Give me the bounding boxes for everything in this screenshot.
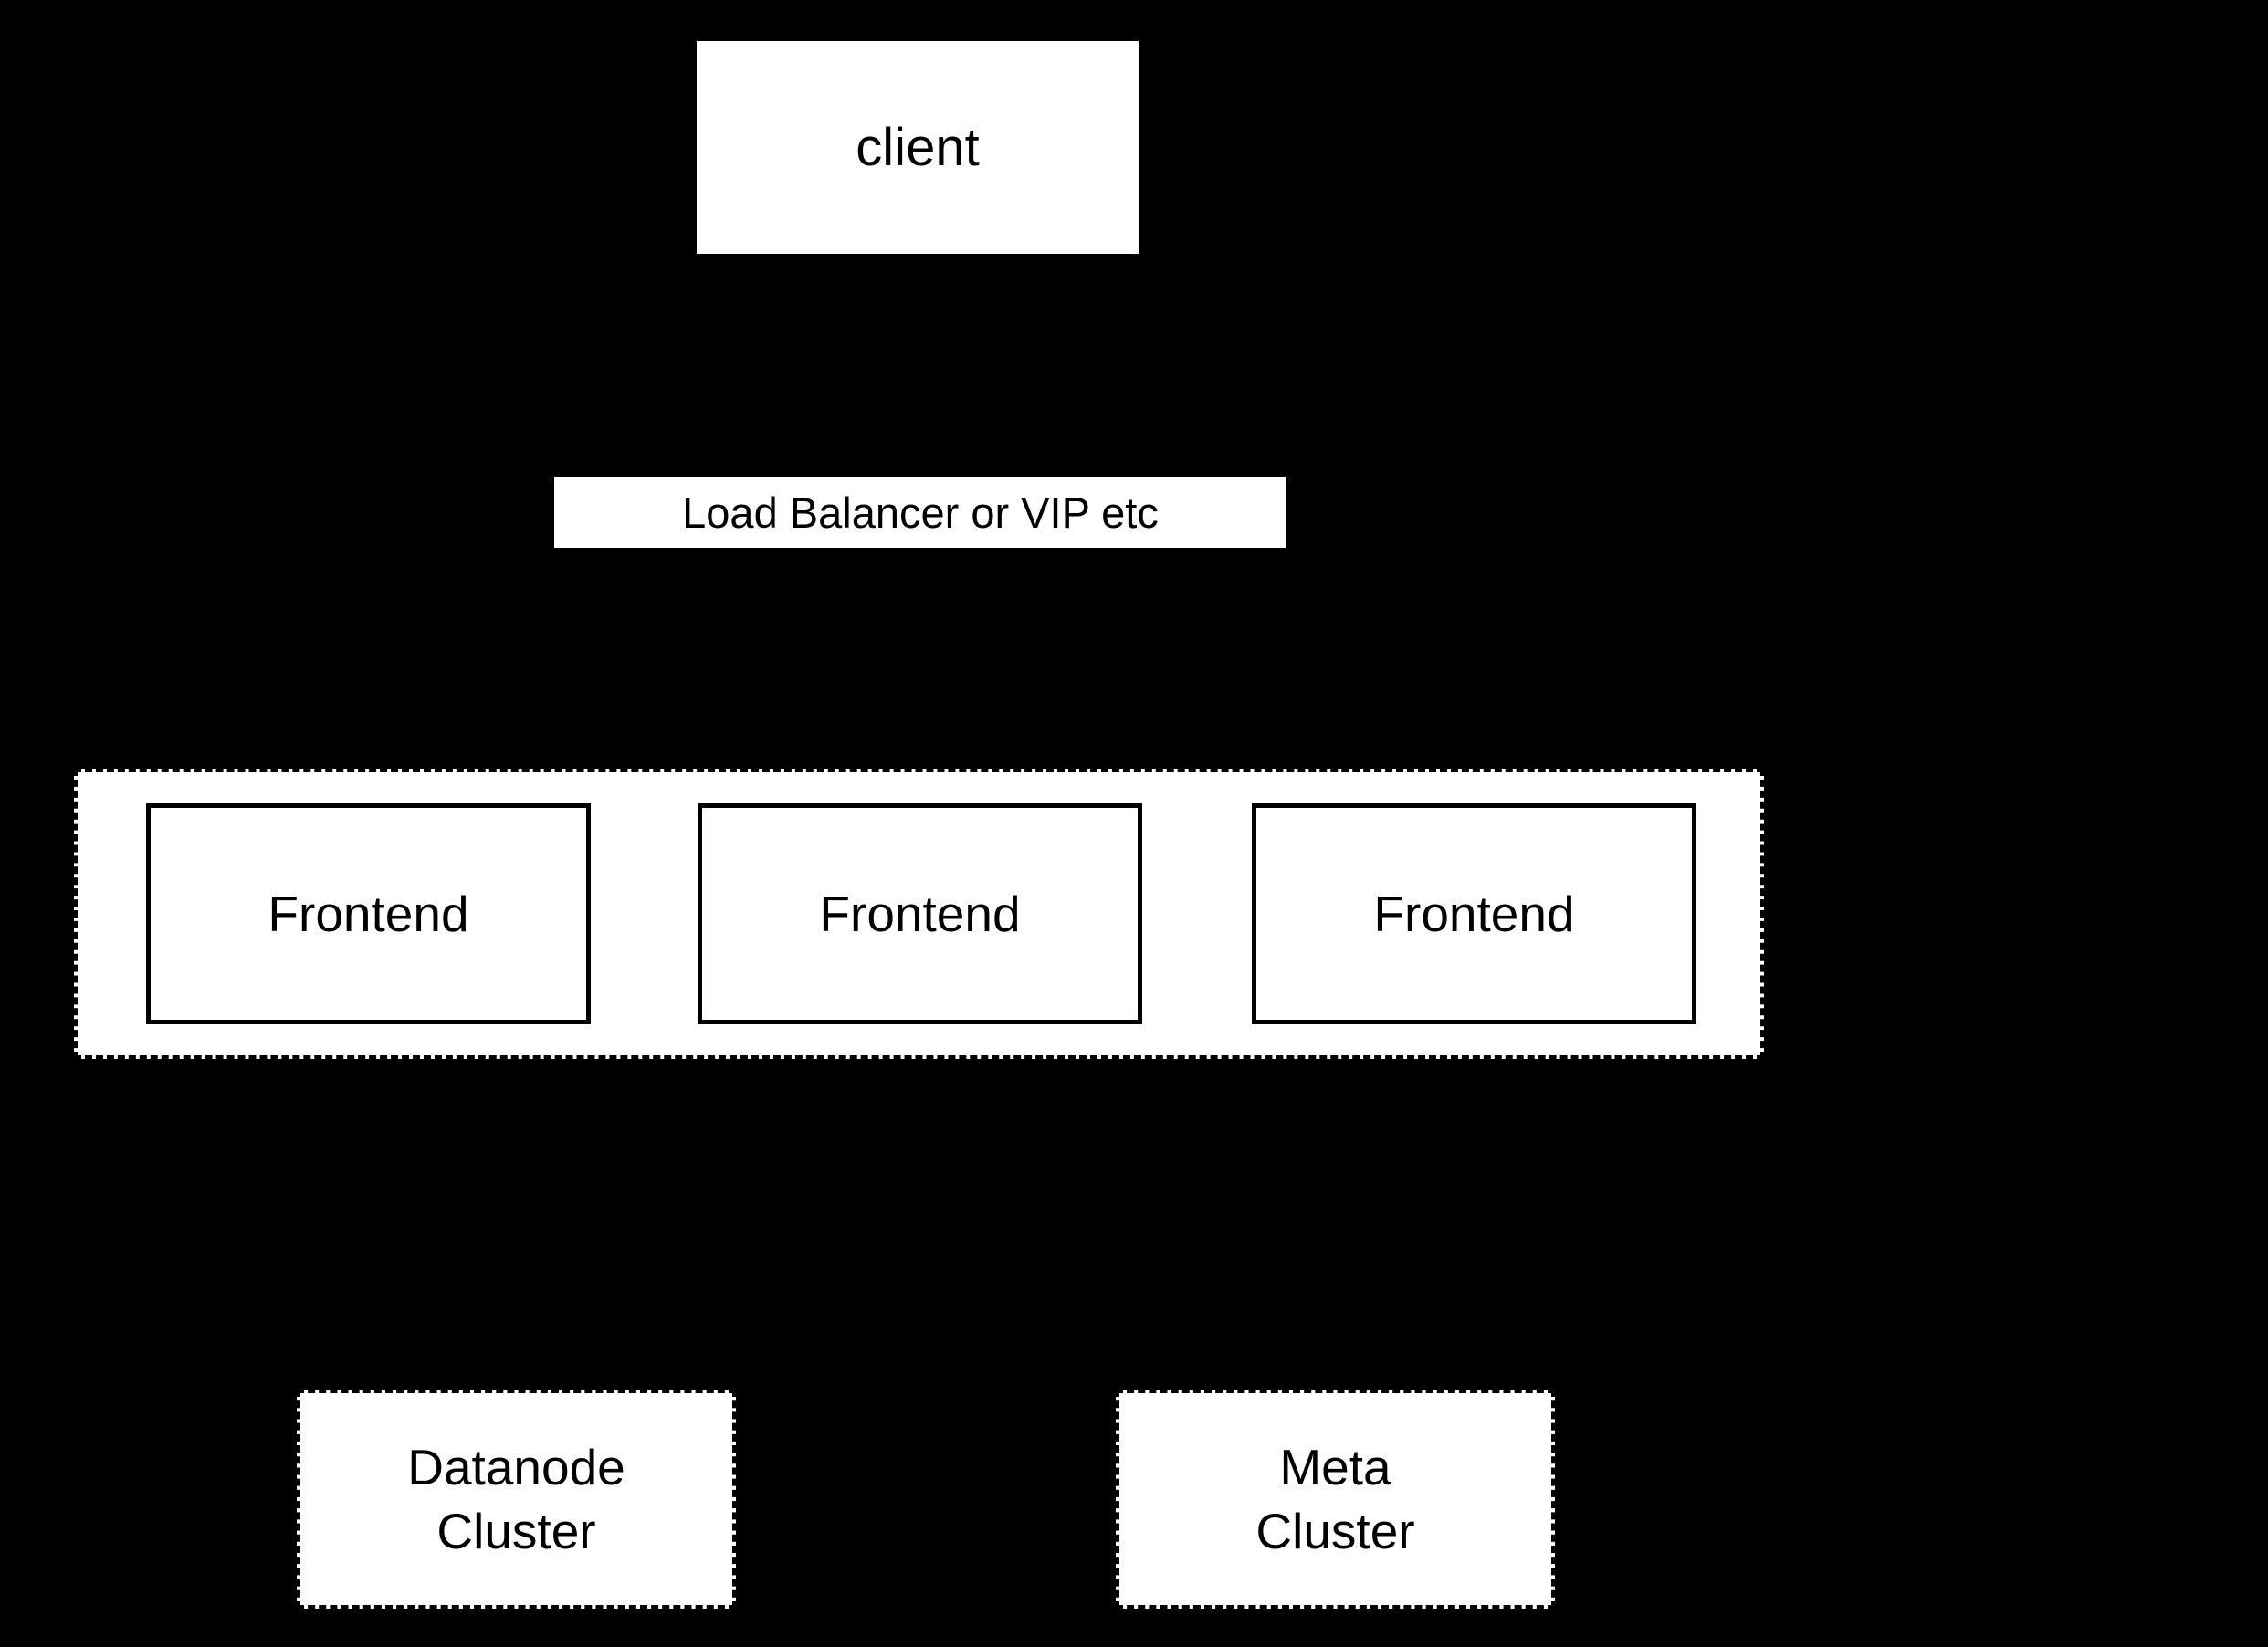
datanode-cluster-label-line-1: Datanode: [407, 1439, 625, 1495]
load-balancer-node-label: Load Balancer or VIP etc: [682, 488, 1159, 537]
meta-cluster-label-line-1: Meta: [1279, 1439, 1391, 1495]
frontend-node-1: Frontend: [146, 803, 591, 1024]
client-node: client: [697, 41, 1139, 254]
datanode-cluster-label-line-2: Cluster: [436, 1503, 596, 1559]
meta-cluster-node: Meta Cluster: [1116, 1390, 1555, 1609]
frontend-node-1-label: Frontend: [268, 886, 469, 942]
frontend-node-2: Frontend: [698, 803, 1142, 1024]
frontend-node-3-label: Frontend: [1373, 886, 1575, 942]
frontend-node-2-label: Frontend: [819, 886, 1021, 942]
datanode-cluster-node: Datanode Cluster: [297, 1390, 736, 1609]
meta-cluster-label-line-2: Cluster: [1255, 1503, 1415, 1559]
client-node-label: client: [856, 118, 980, 177]
load-balancer-node: Load Balancer or VIP etc: [554, 477, 1286, 548]
frontend-node-3: Frontend: [1252, 803, 1696, 1024]
